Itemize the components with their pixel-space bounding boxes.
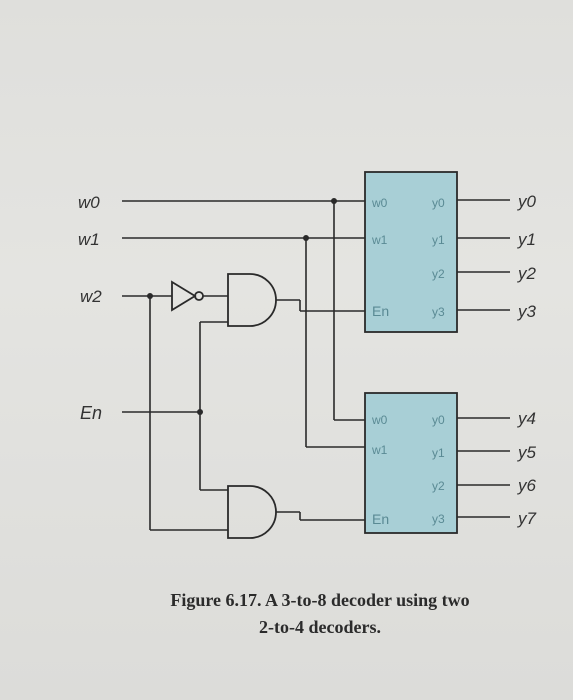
label-w0: w0 [78,193,100,212]
top-dec-in0: w0 [371,196,388,210]
and-gate-bottom [227,485,277,539]
and-gate-top [227,273,277,327]
label-en: En [80,403,102,423]
decoder-bottom-box [364,392,458,534]
bottom-dec-en: En [372,511,389,527]
top-dec-out0: y0 [432,196,445,210]
decoder-top-box [364,171,458,333]
bottom-dec-in1: w1 [371,443,388,457]
label-w2: w2 [80,287,102,306]
junction-w0 [331,198,337,204]
label-y2: y2 [517,264,537,283]
junction-w2 [147,293,153,299]
label-y0: y0 [517,192,537,211]
top-dec-en: En [372,303,389,319]
figure-caption-line1: Figure 6.17. A 3-to-8 decoder using two [170,590,470,610]
label-y5: y5 [517,443,537,462]
junction-en [197,409,203,415]
bottom-dec-out0: y0 [432,413,445,427]
figure-caption-line2: 2-to-4 decoders. [259,617,381,637]
bottom-dec-in0: w0 [371,413,388,427]
bottom-dec-out2: y2 [432,479,445,493]
label-y7: y7 [517,509,537,528]
label-y4: y4 [517,409,536,428]
bottom-dec-out1: y1 [432,446,445,460]
junction-w1 [303,235,309,241]
label-y3: y3 [517,302,537,321]
label-w1: w1 [78,230,100,249]
top-dec-out1: y1 [432,233,445,247]
top-dec-out3: y3 [432,305,445,319]
label-y6: y6 [517,476,537,495]
not-gate [171,280,197,312]
label-y1: y1 [517,230,536,249]
top-dec-out2: y2 [432,267,445,281]
bottom-dec-out3: y3 [432,512,445,526]
top-dec-in1: w1 [371,233,388,247]
